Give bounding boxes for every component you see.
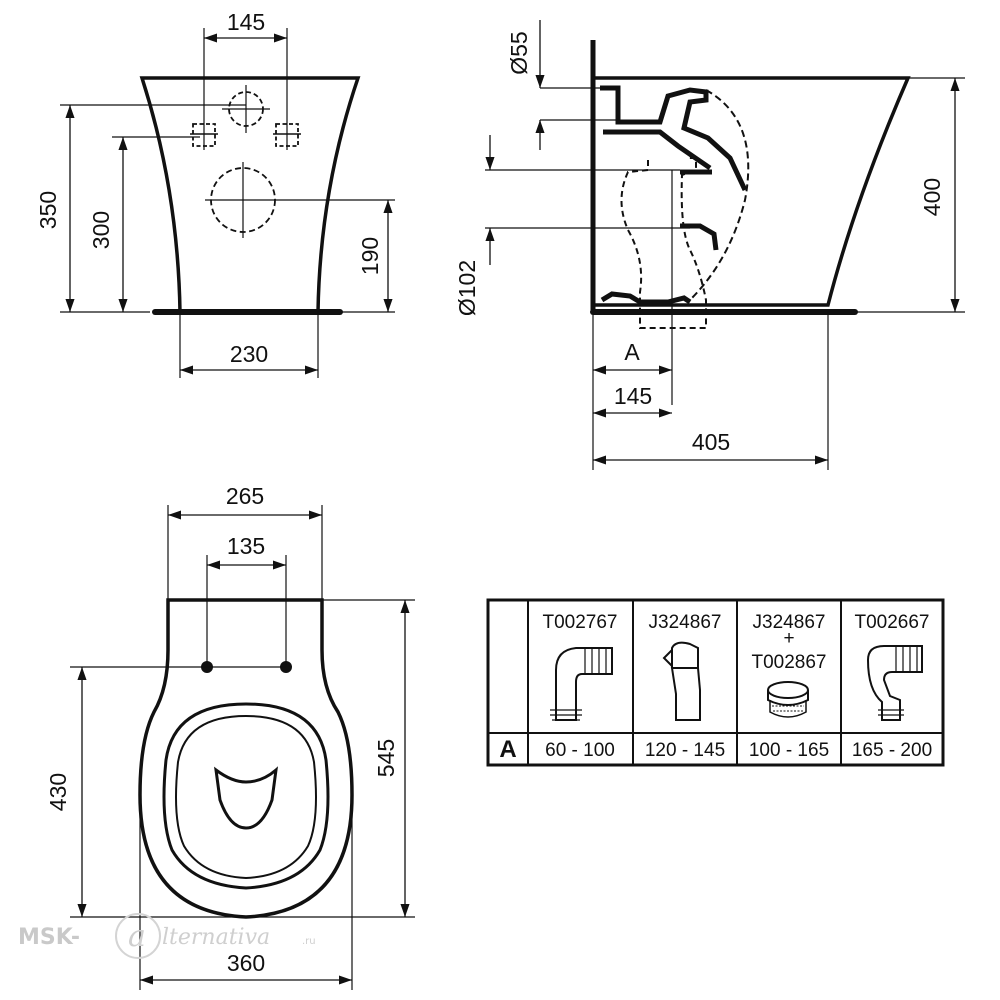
table-code-4: T002667 — [854, 612, 929, 633]
top-body-outline — [138, 598, 354, 919]
table-row-label-a: A — [499, 736, 516, 763]
top-dim-545: 545 — [373, 739, 399, 777]
side-dim-400: 400 — [919, 178, 945, 216]
table-code-3-plus: + — [783, 628, 794, 649]
side-dim-405: 405 — [692, 429, 730, 455]
table-range-1: 60 - 100 — [545, 740, 615, 761]
side-bowl-dashed — [689, 89, 750, 301]
side-dim-a: A — [624, 339, 640, 365]
front-dim-230: 230 — [230, 341, 268, 367]
watermark-a-circle — [115, 913, 161, 959]
table-code-3b: T002867 — [751, 652, 826, 673]
connector-collar-icon — [767, 681, 809, 718]
table-range-2: 120 - 145 — [645, 740, 725, 761]
top-view — [70, 505, 415, 990]
front-dim-350: 350 — [35, 191, 61, 229]
side-trap-upper — [600, 85, 748, 192]
connector-offset-icon — [662, 641, 701, 721]
top-seat-rim — [162, 702, 330, 890]
front-dim-190: 190 — [357, 237, 383, 275]
front-body-outline — [139, 76, 361, 314]
watermark-brand-suffix: .ru — [302, 936, 316, 947]
side-dim-145: 145 — [614, 383, 652, 409]
top-dim-265: 265 — [226, 483, 264, 509]
side-view — [485, 20, 965, 470]
front-dim-145: 145 — [227, 9, 265, 35]
connector-table — [486, 598, 945, 767]
top-dim-430: 430 — [45, 773, 71, 811]
watermark-a-letter: a — [128, 919, 146, 954]
connector-elbow-icon — [550, 647, 613, 721]
watermark-brand-left: MSK- — [18, 925, 80, 950]
table-border — [486, 598, 945, 767]
table-code-2: J324867 — [649, 612, 722, 633]
side-dim-inlet-diameter: Ø55 — [506, 31, 532, 74]
front-view — [60, 28, 395, 378]
table-range-4: 165 - 200 — [852, 740, 932, 761]
side-dim-outlet-diameter: Ø102 — [454, 260, 480, 316]
table-code-1: T002767 — [542, 612, 617, 633]
table-code-3: J324867 — [753, 612, 826, 633]
top-bowl-outlet — [214, 766, 279, 830]
watermark-logo: MSK- a lternativa .ru — [18, 913, 316, 959]
table-range-3: 100 - 165 — [749, 740, 829, 761]
top-dim-360: 360 — [227, 950, 265, 976]
side-body-outline — [593, 76, 911, 307]
top-dim-135: 135 — [227, 533, 265, 559]
front-dim-300: 300 — [88, 211, 114, 249]
watermark-brand-script: lternativa — [162, 925, 270, 950]
connector-long-elbow-icon — [866, 645, 923, 721]
